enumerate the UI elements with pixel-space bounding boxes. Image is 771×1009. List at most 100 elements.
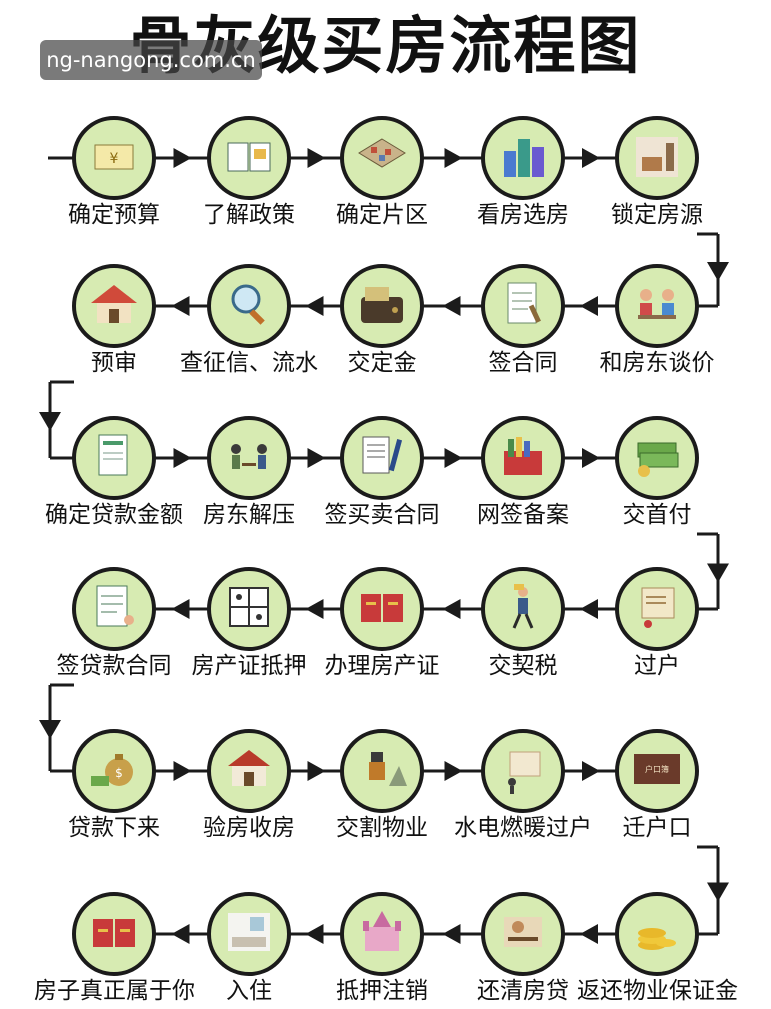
step-18-label: 办理房产证	[324, 653, 440, 679]
step-21-label: 贷款下来	[68, 815, 160, 841]
transfer-icon	[628, 578, 686, 640]
step-30-label: 房子真正属于你	[34, 978, 195, 1004]
watermark: ng-nangong.com.cn	[40, 40, 262, 80]
step-21-circle: $	[72, 729, 156, 813]
step-26-label: 返还物业保证金	[577, 978, 738, 1004]
arrow-left	[580, 599, 598, 619]
house-icon	[85, 275, 143, 337]
step-9-circle	[207, 264, 291, 348]
arrow-right	[444, 761, 463, 781]
step-12-label: 房东解压	[203, 502, 295, 528]
city-block-icon	[353, 127, 411, 189]
step-28-label: 抵押注销	[336, 978, 428, 1004]
arrow-left	[171, 924, 190, 944]
arrow-left	[171, 599, 190, 619]
step-12-circle	[207, 416, 291, 500]
step-10-label: 预审	[91, 350, 137, 376]
step-4-circle	[481, 116, 565, 200]
step-11-circle	[72, 416, 156, 500]
castle-icon	[353, 903, 411, 965]
step-13-circle	[340, 416, 424, 500]
handover-icon	[353, 740, 411, 802]
money-bag-icon: $	[85, 740, 143, 802]
step-3-circle	[340, 116, 424, 200]
step-14-circle	[481, 416, 565, 500]
step-14-label: 网签备案	[477, 502, 569, 528]
step-20-circle	[72, 567, 156, 651]
meeting-icon	[220, 427, 278, 489]
living-room-icon	[220, 903, 278, 965]
step-22-circle	[207, 729, 291, 813]
step-17-circle	[481, 567, 565, 651]
step-7-circle	[481, 264, 565, 348]
svg-text:户口簿: 户口簿	[645, 764, 669, 774]
arrow-right	[582, 148, 600, 168]
step-13-label: 签买卖合同	[324, 502, 440, 528]
book-icon	[220, 127, 278, 189]
step-24-circle	[481, 729, 565, 813]
arrow-down	[39, 720, 61, 739]
arrow-right	[444, 448, 463, 468]
step-10-circle	[72, 264, 156, 348]
step-9-label: 查征信、流水	[180, 350, 318, 376]
file-folder-icon	[494, 427, 552, 489]
arrow-right	[173, 148, 192, 168]
svg-text:$: $	[115, 766, 123, 780]
step-5-circle	[615, 116, 699, 200]
step-8-circle	[340, 264, 424, 348]
svg-text:¥: ¥	[110, 151, 119, 167]
deed-icon	[85, 903, 143, 965]
money-icon: ¥	[85, 127, 143, 189]
arrow-left	[442, 924, 461, 944]
loan-contract-icon	[85, 578, 143, 640]
step-5-label: 锁定房源	[611, 202, 703, 228]
arrow-right	[307, 448, 326, 468]
room-icon	[628, 127, 686, 189]
step-27-label: 还清房贷	[477, 978, 569, 1004]
property-certificate-icon	[353, 578, 411, 640]
step-1-label: 确定预算	[68, 202, 160, 228]
arrow-left	[305, 599, 324, 619]
step-6-circle	[615, 264, 699, 348]
step-7-label: 签合同	[488, 350, 558, 376]
arrow-left	[580, 924, 598, 944]
card-icon	[494, 903, 552, 965]
arrow-left	[305, 296, 324, 316]
magnifier-icon	[220, 275, 278, 337]
arrow-right	[582, 761, 600, 781]
negotiation-icon	[628, 275, 686, 337]
step-18-circle	[340, 567, 424, 651]
step-11-label: 确定贷款金额	[45, 502, 183, 528]
loan-form-icon	[85, 427, 143, 489]
step-16-label: 过户	[634, 653, 680, 679]
step-2-label: 了解政策	[203, 202, 295, 228]
step-27-circle	[481, 892, 565, 976]
arrow-left	[171, 296, 190, 316]
arrow-left	[580, 296, 598, 316]
step-30-circle	[72, 892, 156, 976]
buildings-icon	[494, 127, 552, 189]
inspect-house-icon	[220, 740, 278, 802]
step-6-label: 和房东谈价	[599, 350, 715, 376]
step-4-label: 看房选房	[477, 202, 569, 228]
step-8-label: 交定金	[347, 350, 417, 376]
arrow-right	[307, 761, 326, 781]
step-29-circle	[207, 892, 291, 976]
arrow-down	[707, 262, 729, 281]
household-register-icon: 户口簿	[628, 740, 686, 802]
cash-stack-icon	[628, 427, 686, 489]
contract-icon	[494, 275, 552, 337]
arrow-right	[173, 448, 192, 468]
arrow-right	[582, 448, 600, 468]
step-3-label: 确定片区	[336, 202, 428, 228]
arrow-right	[444, 148, 463, 168]
arrow-down	[707, 563, 729, 583]
step-2-circle	[207, 116, 291, 200]
step-20-label: 签贷款合同	[56, 653, 172, 679]
document-pen-icon	[353, 427, 411, 489]
step-23-label: 交割物业	[336, 815, 428, 841]
arrow-down	[707, 882, 729, 902]
coins-icon	[628, 903, 686, 965]
arrow-right	[307, 148, 326, 168]
tax-icon	[494, 578, 552, 640]
